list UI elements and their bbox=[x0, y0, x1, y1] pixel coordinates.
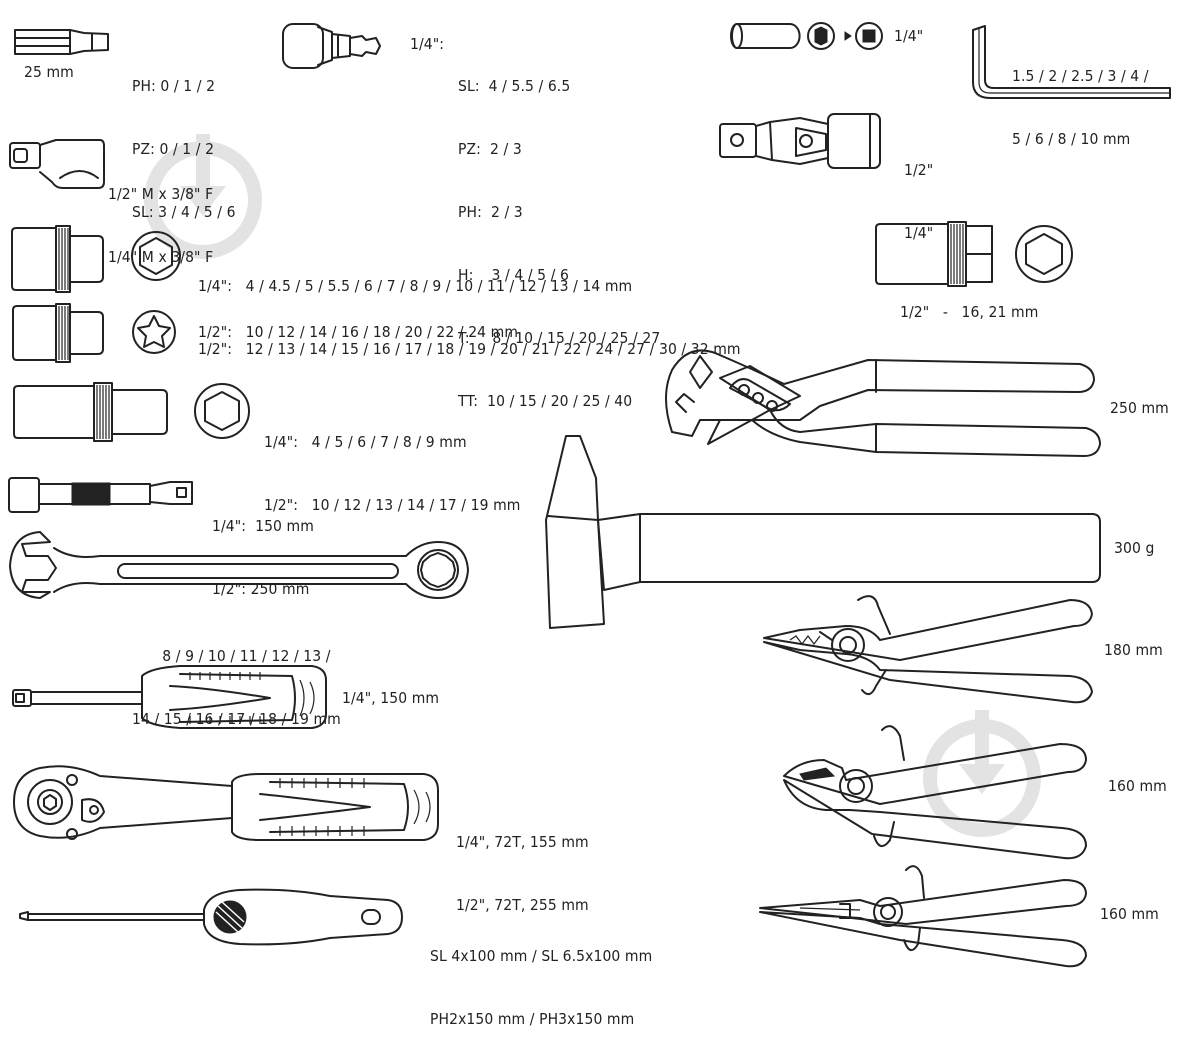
bit-socket-icon bbox=[282, 23, 381, 69]
ratchet-icon bbox=[13, 765, 439, 841]
tool-set-diagram: PH: 0 / 1 / 2 PZ: 0 / 1 / 2 SL: 3 / 4 / … bbox=[8, 22, 1171, 1028]
hammer-icon bbox=[545, 435, 1101, 629]
bit-sizes-line: SL: 3 / 4 / 5 / 6 bbox=[132, 203, 236, 221]
bit-sizes-line: PZ: 0 / 1 / 2 bbox=[132, 140, 215, 158]
water-pump-pliers-icon bbox=[665, 349, 1101, 457]
bit-sizes-line: PH: 0 / 1 / 2 bbox=[132, 77, 216, 95]
bit-socket-sizes-line: TT: 10 / 15 / 20 / 25 / 40 bbox=[458, 392, 633, 410]
spark-plug-socket-label: 1/2" - 16, 21 mm bbox=[900, 303, 1039, 321]
download-watermark-icon bbox=[923, 710, 1041, 837]
diagonal-cutter-icon bbox=[783, 725, 1087, 860]
ratchet-line: 1/4", 72T, 155 mm bbox=[456, 833, 589, 851]
deep-socket-sizes-label: 1/4": 4 / 5 / 6 / 7 / 8 / 9 mm 1/2": 10 … bbox=[264, 390, 520, 537]
hex-key-icon bbox=[972, 25, 1171, 99]
screwdriver-sizes-line: PH2x150 mm / PH3x150 mm bbox=[430, 1010, 635, 1028]
bit-socket-drive-label: 1/4": bbox=[410, 35, 445, 53]
hex-key-sizes-line: 1.5 / 2 / 2.5 / 3 / 4 / bbox=[1012, 67, 1149, 85]
extension-bar-line: 1/4": 150 mm bbox=[212, 517, 314, 535]
hex-socket-icon bbox=[11, 225, 181, 293]
adapter-label: 1/2" M x 3/8" F 1/4" M x 3/8" F bbox=[108, 142, 213, 289]
deep-socket-sizes-line: 1/2": 10 / 12 / 13 / 14 / 17 / 19 mm bbox=[264, 496, 521, 514]
spinner-handle-icon bbox=[12, 665, 327, 729]
wrench-sizes-line: 8 / 9 / 10 / 11 / 12 / 13 / bbox=[162, 647, 331, 665]
universal-joint-line: 1/2" bbox=[904, 161, 934, 179]
bit-socket-sizes-line: T: 8 / 10 / 15 / 20 / 25 / 27 bbox=[458, 329, 661, 347]
combination-pliers-icon bbox=[763, 595, 1093, 704]
bit-socket-sizes-line: PZ: 2 / 3 bbox=[458, 140, 522, 158]
torx-socket-icon bbox=[12, 303, 176, 363]
screwdriver-sizes-line: SL 4x100 mm / SL 6.5x100 mm bbox=[430, 947, 653, 965]
extension-bar-icon bbox=[8, 477, 193, 513]
spark-plug-socket-icon bbox=[875, 221, 1073, 287]
bit-adapter-label: 1/4" bbox=[894, 27, 924, 45]
ratchet-line: 1/2", 72T, 255 mm bbox=[456, 896, 589, 914]
screwdriver-bit-icon bbox=[14, 29, 109, 55]
adapter-line: 1/4" M x 3/8" F bbox=[108, 248, 214, 266]
download-watermark-icon bbox=[144, 134, 262, 259]
screwdriver-sizes-label: SL 4x100 mm / SL 6.5x100 mm PH2x150 mm /… bbox=[430, 904, 652, 1051]
bit-length-label: 25 mm bbox=[24, 63, 74, 81]
screwdriver-icon bbox=[19, 888, 403, 946]
extension-bar-label: 1/4": 150 mm 1/2": 250 mm bbox=[212, 474, 314, 621]
hex-key-sizes-line: 5 / 6 / 8 / 10 mm bbox=[1012, 130, 1131, 148]
deep-socket-icon bbox=[13, 382, 250, 442]
hex-key-sizes-label: 1.5 / 2 / 2.5 / 3 / 4 / 5 / 6 / 8 / 10 m… bbox=[1012, 24, 1149, 171]
bit-sizes-label: PH: 0 / 1 / 2 PZ: 0 / 1 / 2 SL: 3 / 4 / … bbox=[132, 34, 236, 244]
hex-socket-sizes-label: 1/4": 4 / 4.5 / 5 / 5.5 / 6 / 7 / 8 / 9 … bbox=[198, 234, 741, 381]
wrench-sizes-line: 14 / 15 / 16 / 17 / 18 / 19 mm bbox=[132, 710, 341, 728]
wrench-sizes-label: 8 / 9 / 10 / 11 / 12 / 13 / 14 / 15 / 16… bbox=[132, 604, 341, 751]
deep-socket-sizes-line: 1/4": 4 / 5 / 6 / 7 / 8 / 9 mm bbox=[264, 433, 467, 451]
bit-socket-sizes-line: H: 3 / 4 / 5 / 6 bbox=[458, 266, 569, 284]
torx-socket-sizes-label: 1/2": 10 / 12 / 14 / 16 / 18 / 20 / 22 /… bbox=[198, 323, 519, 341]
combination-pliers-label: 180 mm bbox=[1104, 641, 1163, 659]
ratchet-label: 1/4", 72T, 155 mm 1/2", 72T, 255 mm bbox=[456, 790, 589, 937]
water-pump-pliers-label: 250 mm bbox=[1110, 399, 1169, 417]
extension-bar-line: 1/2": 250 mm bbox=[212, 580, 310, 598]
universal-joint-line: 1/4" bbox=[904, 224, 934, 242]
universal-joint-label: 1/2" 1/4" bbox=[904, 118, 933, 265]
bit-socket-sizes-line: PH: 2 / 3 bbox=[458, 203, 523, 221]
bit-socket-sizes-label: SL: 4 / 5.5 / 6.5 PZ: 2 / 3 PH: 2 / 3 H:… bbox=[458, 34, 660, 433]
spinner-handle-label: 1/4", 150 mm bbox=[342, 689, 440, 707]
combination-wrench-icon bbox=[9, 531, 469, 599]
socket-adapter-icon bbox=[9, 139, 105, 189]
bit-adapter-icon bbox=[730, 22, 883, 50]
long-nose-pliers-icon bbox=[759, 865, 1087, 968]
long-nose-pliers-label: 160 mm bbox=[1100, 905, 1159, 923]
hex-socket-sizes-line: 1/2": 12 / 13 / 14 / 15 / 16 / 17 / 18 /… bbox=[198, 340, 741, 358]
diagonal-cutter-label: 160 mm bbox=[1108, 777, 1167, 795]
hammer-weight-label: 300 g bbox=[1114, 539, 1155, 557]
adapter-line: 1/2" M x 3/8" F bbox=[108, 185, 214, 203]
universal-joint-icon bbox=[719, 113, 881, 169]
tool-drawings bbox=[8, 22, 1171, 968]
bit-socket-sizes-line: SL: 4 / 5.5 / 6.5 bbox=[458, 77, 571, 95]
hex-socket-sizes-line: 1/4": 4 / 4.5 / 5 / 5.5 / 6 / 7 / 8 / 9 … bbox=[198, 277, 633, 295]
